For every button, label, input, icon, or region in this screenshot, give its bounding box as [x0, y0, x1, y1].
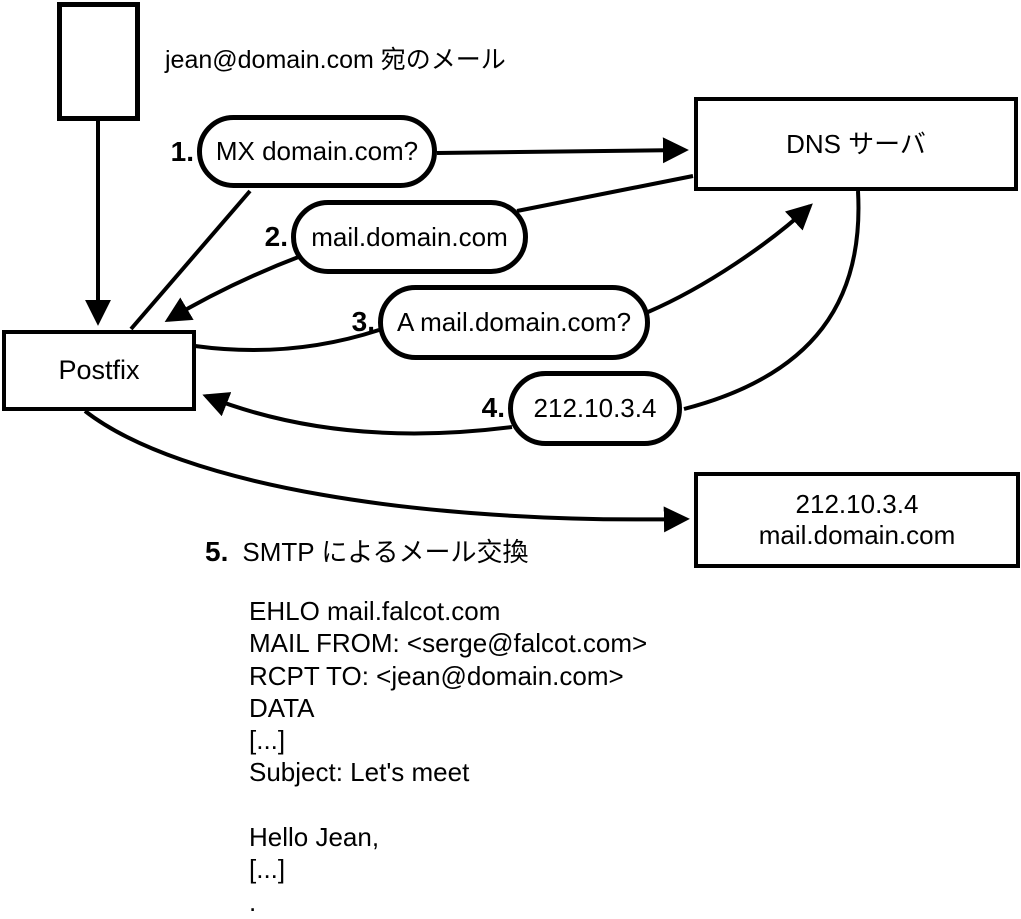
arrow-postfix-to-mailserver — [83, 409, 690, 533]
step-4-number: 4. — [481, 392, 505, 423]
line-postfix-to-step1 — [129, 189, 252, 331]
step-3-pill: A mail.domain.com? — [378, 285, 650, 360]
arrow-step2-to-postfix — [164, 254, 302, 322]
smtp-line-blank — [249, 789, 647, 821]
smtp-line: MAIL FROM: <serge@falcot.com> — [249, 628, 648, 659]
step-3-label: A mail.domain.com? — [396, 307, 632, 337]
smtp-line: [...] — [249, 854, 286, 885]
line-postfix-to-step3 — [194, 328, 380, 352]
smtp-line-terminator: . — [249, 886, 257, 917]
step-3-number: 3. — [351, 306, 375, 337]
smtp-line: EHLO mail.falcot.com — [249, 596, 501, 626]
mail-destination-label: jean@domain.com 宛のメール — [165, 46, 506, 74]
step-1-number: 1. — [170, 136, 194, 167]
smtp-line: [...] — [249, 725, 286, 756]
arrow-step4-to-postfix — [202, 392, 513, 436]
line-dns-to-step4 — [683, 190, 861, 411]
step-2-label: mail.domain.com — [311, 221, 508, 252]
step-5-caption: 5. SMTP によるメール交換 — [205, 532, 529, 569]
smtp-line: Hello Jean, — [249, 822, 380, 853]
mail-server-hostname: mail.domain.com — [758, 520, 956, 550]
arrow-step3-to-dns — [647, 203, 813, 314]
step-1-label: MX domain.com? — [215, 136, 419, 166]
message-box — [57, 2, 140, 121]
arrow-step1-to-dns — [436, 137, 689, 164]
step-2-number: 2. — [264, 221, 288, 252]
postfix-box: Postfix — [2, 330, 196, 411]
dns-server-label: DNS サーバ — [786, 128, 926, 159]
smtp-line: RCPT TO: <jean@domain.com> — [249, 660, 624, 691]
line-dns-to-step2 — [516, 174, 694, 213]
smtp-session-text: EHLO mail.falcot.com MAIL FROM: <serge@f… — [249, 595, 647, 918]
smtp-line: Subject: Let's meet — [249, 757, 470, 788]
step-5-number: 5. — [205, 536, 229, 567]
mail-server-box: 212.10.3.4 mail.domain.com — [694, 472, 1020, 568]
step-4-label: 212.10.3.4 — [533, 393, 657, 423]
dns-server-box: DNS サーバ — [694, 97, 1018, 191]
step-5-label: SMTP によるメール交換 — [242, 537, 529, 567]
step-2-pill: mail.domain.com — [291, 200, 528, 274]
step-4-pill: 212.10.3.4 — [508, 371, 682, 446]
mail-server-ip: 212.10.3.4 — [795, 489, 919, 519]
smtp-line: DATA — [249, 692, 315, 723]
step-1-pill: MX domain.com? — [197, 115, 437, 188]
postfix-label: Postfix — [58, 355, 140, 385]
